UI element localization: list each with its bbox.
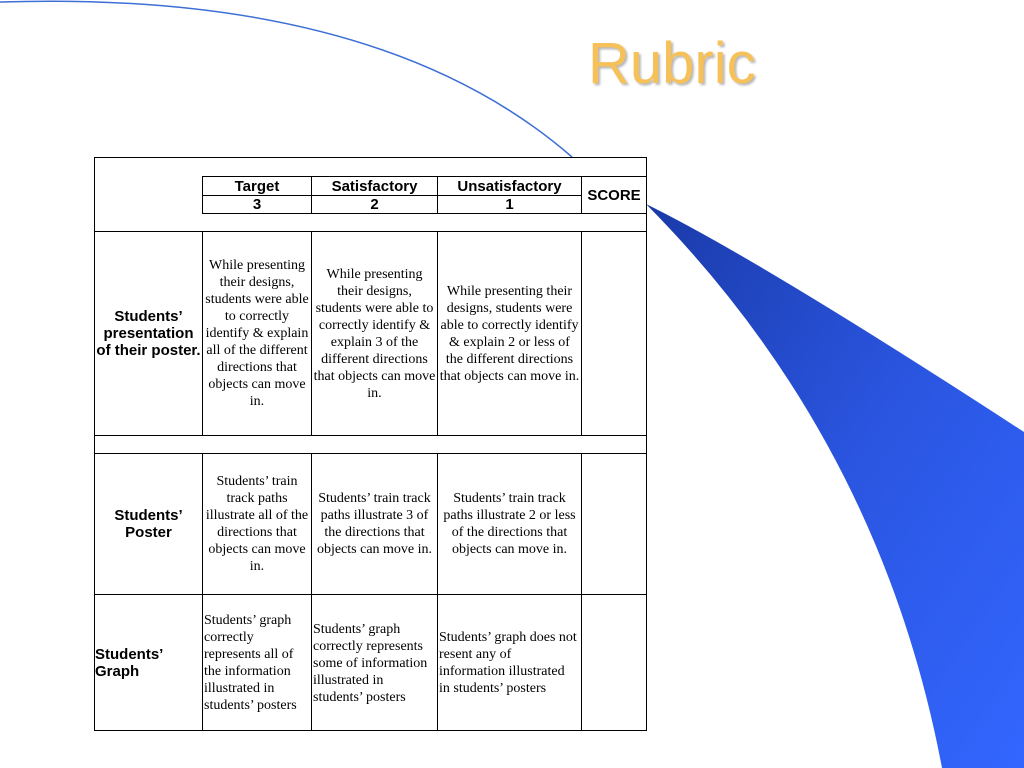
row-label-poster: Students’ Poster <box>114 507 183 541</box>
arc-line <box>0 0 573 158</box>
level-points-target: 3 <box>252 196 262 213</box>
rubric-table: Target Satisfactory Unsatisfactory 3 2 1… <box>94 157 647 731</box>
row1-target-desc: While presenting their designs, students… <box>205 258 309 409</box>
row2-unsatisfactory-desc: Students’ train track paths illustrate 2… <box>443 491 576 557</box>
row1-col-rule-4 <box>581 231 582 435</box>
level-points-unsatisfactory: 1 <box>505 196 514 213</box>
row1-col-rule-2 <box>311 231 312 435</box>
col-rule-3 <box>437 176 438 213</box>
row23-col-rule-2 <box>311 453 312 731</box>
row23-col-rule-4 <box>581 453 582 731</box>
row3-satisfactory-desc: Students’ graph correctly represents som… <box>313 621 428 705</box>
row1-score-cell[interactable] <box>582 232 646 435</box>
page-title: Rubric <box>588 31 756 96</box>
rule-row1-bottom <box>95 435 646 436</box>
rule-row2-top <box>95 453 646 454</box>
row1-unsatisfactory-desc: While presenting their designs, students… <box>439 283 580 384</box>
row2-score-cell[interactable] <box>582 454 646 594</box>
row2-target-desc: Students’ train track paths illustrate a… <box>205 474 309 574</box>
level-points-satisfactory: 2 <box>370 196 379 213</box>
row3-score-cell[interactable] <box>582 595 646 731</box>
level-name-satisfactory: Satisfactory <box>331 177 418 195</box>
col-rule-1 <box>202 176 203 213</box>
row3-target-desc: Students’ graph correctly represents all… <box>204 613 297 713</box>
level-name-unsatisfactory: Unsatisfactory <box>457 177 562 195</box>
row23-col-rule-1 <box>202 453 203 731</box>
level-name-target: Target <box>234 177 280 195</box>
rule-header-top <box>202 176 646 177</box>
rule-header-bottom <box>202 213 646 214</box>
row1-col-rule-1 <box>202 231 203 435</box>
rule-header-mid <box>202 195 581 196</box>
row-label-presentation: Students’ presentation of their poster. <box>96 308 201 359</box>
row1-satisfactory-desc: While presenting their designs, students… <box>313 266 436 401</box>
rule-row1-top <box>95 231 646 232</box>
blue-swoosh <box>646 204 1024 768</box>
score-header: SCORE <box>587 186 641 204</box>
rule-row3-top <box>95 594 646 595</box>
row2-satisfactory-desc: Students’ train track paths illustrate 3… <box>316 491 433 557</box>
row-label-graph: Students’ Graph <box>95 646 163 680</box>
row23-col-rule-3 <box>437 453 438 731</box>
row1-col-rule-3 <box>437 231 438 435</box>
col-rule-4 <box>581 176 582 213</box>
col-rule-2 <box>311 176 312 213</box>
row3-unsatisfactory-desc: Students’ graph does not resent any of i… <box>439 630 577 696</box>
